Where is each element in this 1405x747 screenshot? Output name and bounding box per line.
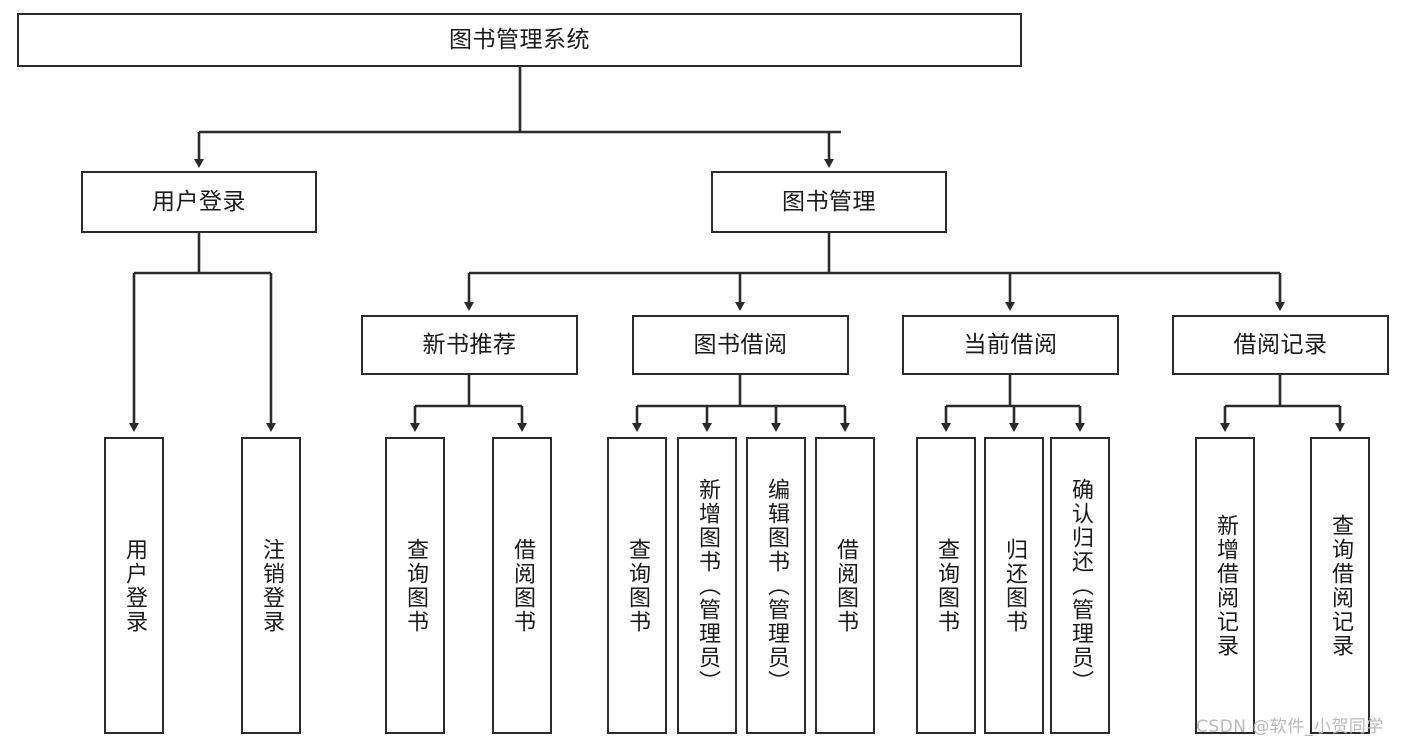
node-label: 查询图书 [624, 537, 650, 634]
leaf-user-login[interactable]: 用户登录 [104, 437, 164, 734]
node-book-borrow[interactable]: 图书借阅 [632, 315, 849, 375]
node-label: 图书管理 [782, 188, 876, 215]
node-label: 新增图书（管理员） [694, 477, 720, 694]
leaf-borrow-add-book-admin[interactable]: 新增图书（管理员） [677, 437, 737, 734]
node-current-borrow[interactable]: 当前借阅 [902, 315, 1119, 375]
node-user-login[interactable]: 用户登录 [81, 171, 317, 233]
node-label: 查询图书 [933, 537, 959, 634]
leaf-user-logout[interactable]: 注销登录 [241, 437, 301, 734]
node-label: 用户登录 [152, 188, 246, 215]
leaf-current-query-book[interactable]: 查询图书 [916, 437, 976, 734]
node-label: 当前借阅 [963, 331, 1058, 358]
node-label: 新书推荐 [422, 331, 517, 358]
node-label: 图书管理系统 [449, 26, 590, 53]
node-label: 新增借阅记录 [1212, 513, 1238, 658]
node-label: 图书借阅 [693, 331, 788, 358]
node-label: 用户登录 [121, 537, 147, 634]
leaf-recommend-query-book[interactable]: 查询图书 [385, 437, 445, 734]
node-new-book-recommend[interactable]: 新书推荐 [361, 315, 578, 375]
leaf-borrow-edit-book-admin[interactable]: 编辑图书（管理员） [746, 437, 806, 734]
leaf-borrow-query-book[interactable]: 查询图书 [607, 437, 667, 734]
node-label: 查询借阅记录 [1327, 513, 1353, 658]
node-label: 查询图书 [402, 537, 428, 634]
node-label: 借阅图书 [509, 537, 535, 634]
leaf-recommend-borrow-book[interactable]: 借阅图书 [492, 437, 552, 734]
leaf-current-confirm-return-admin[interactable]: 确认归还（管理员） [1050, 437, 1110, 734]
node-borrow-records[interactable]: 借阅记录 [1172, 315, 1389, 375]
node-label: 编辑图书（管理员） [763, 477, 789, 694]
leaf-records-add-record[interactable]: 新增借阅记录 [1195, 437, 1255, 734]
node-book-management[interactable]: 图书管理 [711, 171, 947, 233]
node-label: 借阅图书 [832, 537, 858, 634]
leaf-records-query-record[interactable]: 查询借阅记录 [1310, 437, 1370, 734]
node-label: 注销登录 [258, 537, 284, 634]
node-label: 确认归还（管理员） [1067, 477, 1093, 694]
node-label: 借阅记录 [1233, 331, 1328, 358]
node-root-book-management-system[interactable]: 图书管理系统 [17, 13, 1022, 67]
node-label: 归还图书 [1001, 537, 1027, 634]
leaf-borrow-borrow-book[interactable]: 借阅图书 [815, 437, 875, 734]
leaf-current-return-book[interactable]: 归还图书 [984, 437, 1044, 734]
